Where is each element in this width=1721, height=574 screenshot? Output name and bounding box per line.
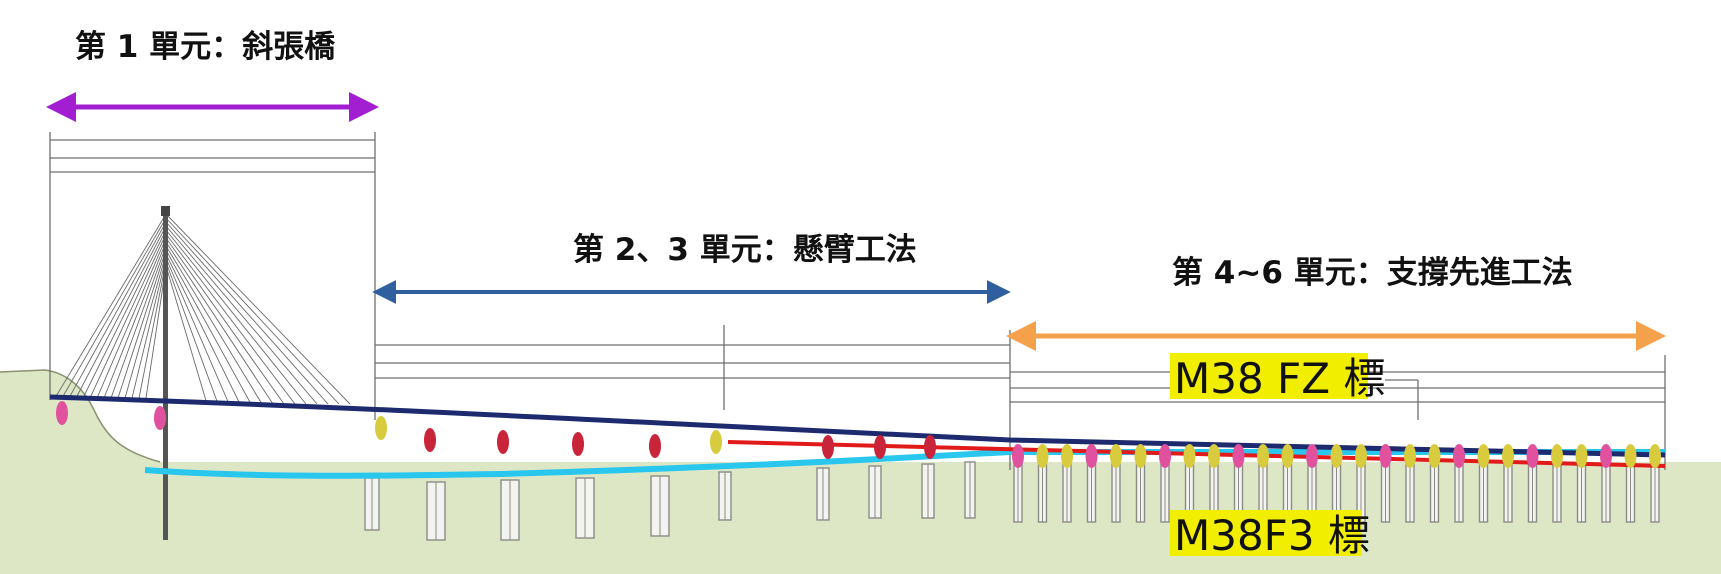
contract-m38f3-highlight [1170, 510, 1362, 556]
bearing-marker [1036, 444, 1049, 468]
pier [1527, 461, 1538, 523]
bearing-marker [1404, 444, 1416, 468]
bearing-marker [649, 434, 661, 458]
bearing-marker [1526, 444, 1539, 468]
bearing-marker [1061, 444, 1073, 468]
cable-stayed-pylon [54, 206, 351, 540]
pier [1380, 461, 1391, 523]
pier [1552, 461, 1562, 523]
bearing-marker [1649, 444, 1661, 468]
bearing-marker [56, 401, 68, 425]
bridge-deck-line [49, 394, 1666, 458]
bearing-marker [1134, 444, 1147, 468]
bearing-marker [1257, 444, 1269, 468]
bearing-marker [1551, 444, 1563, 468]
pier [1429, 461, 1440, 523]
bearing-marker [1330, 444, 1343, 468]
bearing-marker [924, 435, 936, 459]
dimension-lines [49, 132, 1666, 470]
pier [500, 479, 520, 541]
pier [1013, 461, 1023, 523]
pier [1478, 461, 1489, 523]
bearing-marker [1379, 444, 1392, 468]
pier [1503, 461, 1513, 523]
pier [1062, 461, 1072, 523]
bearing-marker [1183, 444, 1196, 468]
bearings [56, 401, 1661, 468]
pier [921, 463, 935, 519]
bearing-marker [1281, 444, 1294, 468]
contract-m38f3-label: M38F3 標 [1174, 511, 1370, 560]
bearing-marker [822, 435, 834, 459]
unit-4-6-label: 第 4~6 單元：支撐先進工法 [1172, 255, 1573, 291]
bearing-marker [1453, 444, 1465, 468]
stay-cables [54, 213, 351, 405]
pier [718, 471, 732, 521]
pier [1576, 461, 1587, 523]
pier [1160, 461, 1170, 523]
pier [868, 465, 882, 519]
contract-m38fz-highlight [1170, 353, 1368, 399]
pier [575, 477, 595, 539]
pier [1037, 461, 1048, 523]
bearing-marker [710, 430, 722, 454]
pier [964, 461, 976, 519]
pier [1135, 461, 1146, 523]
riverbank [0, 369, 161, 463]
bearing-marker [874, 435, 886, 459]
bearing-marker [572, 432, 584, 456]
bearing-marker [1502, 444, 1514, 468]
unit-2-3-label: 第 2、3 單元：懸臂工法 [573, 232, 917, 268]
bearing-marker [1624, 444, 1637, 468]
bearing-marker [1306, 444, 1318, 468]
pier [1086, 461, 1097, 523]
pier [1625, 461, 1636, 523]
deck-soffit-line [144, 449, 1665, 479]
bearing-marker [154, 406, 166, 430]
bearing-marker [1159, 444, 1171, 468]
bearing-marker [424, 428, 436, 452]
pier [1454, 461, 1464, 523]
pier [426, 481, 446, 541]
bearing-marker [1355, 444, 1367, 468]
bearing-marker [1085, 444, 1098, 468]
bearing-marker [497, 430, 509, 454]
bearing-marker [1575, 444, 1588, 468]
pier [650, 475, 670, 537]
bearing-marker [375, 416, 387, 440]
bearing-marker [1428, 444, 1441, 468]
pier [1111, 461, 1121, 523]
pier [364, 477, 380, 531]
piers [364, 461, 1660, 541]
bearing-marker [1110, 444, 1122, 468]
bearing-marker [1600, 444, 1612, 468]
pier [816, 467, 830, 521]
bearing-marker [1232, 444, 1245, 468]
contract-m38fz-label: M38 FZ 標 [1174, 354, 1385, 403]
bearing-marker [1208, 444, 1220, 468]
unit-1-label: 第 1 單元：斜張橋 [75, 29, 336, 65]
bearing-marker [1477, 444, 1490, 468]
pier [1650, 461, 1660, 523]
pier [1405, 461, 1415, 523]
pier [1601, 461, 1611, 523]
bearing-marker [1012, 444, 1024, 468]
